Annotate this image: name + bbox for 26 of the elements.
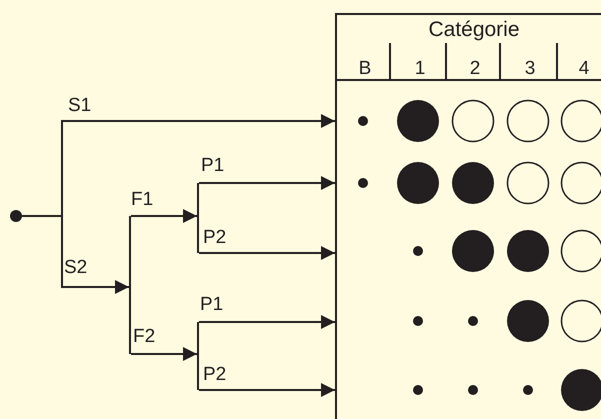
branch-line [129, 216, 131, 354]
edge-label: P1 [201, 156, 224, 176]
category-table [335, 13, 601, 419]
edge-label: S2 [64, 258, 88, 278]
edge-label: S1 [68, 96, 92, 116]
column-header: 1 [414, 59, 426, 79]
arrow [199, 383, 335, 397]
edge-label: P2 [203, 228, 226, 248]
edge-label: P1 [200, 295, 224, 315]
arrow [131, 347, 197, 361]
arrow [131, 209, 197, 223]
table-heading: Catégorie [427, 20, 521, 40]
branch-line [197, 322, 199, 390]
edge-label: F1 [131, 190, 154, 210]
column-header: B [358, 59, 372, 79]
arrow [199, 246, 335, 260]
column-header: 2 [468, 59, 482, 79]
edge-label: F2 [133, 327, 156, 347]
column-header: 4 [578, 59, 590, 79]
arrow [22, 215, 129, 294]
edge-label: P2 [203, 365, 226, 385]
column-header: 3 [524, 59, 536, 79]
start-dot [10, 210, 22, 222]
branch-line [197, 183, 199, 253]
arrow [199, 176, 335, 190]
arrow [199, 315, 335, 329]
